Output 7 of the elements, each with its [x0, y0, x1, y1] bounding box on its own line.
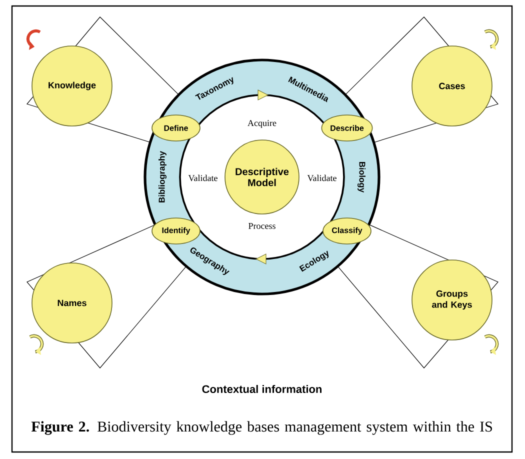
- caption: Figure 2. Biodiversity knowledge bases management system within the IS: [31, 421, 492, 435]
- phase-label: Acquire: [248, 120, 276, 128]
- phase-label: Process: [248, 223, 276, 229]
- ring-label: Bibliography: [158, 151, 166, 202]
- context-label: Contextual information: [202, 384, 322, 394]
- ring-label: Biology: [358, 162, 366, 193]
- phase-label: Validate: [307, 174, 336, 182]
